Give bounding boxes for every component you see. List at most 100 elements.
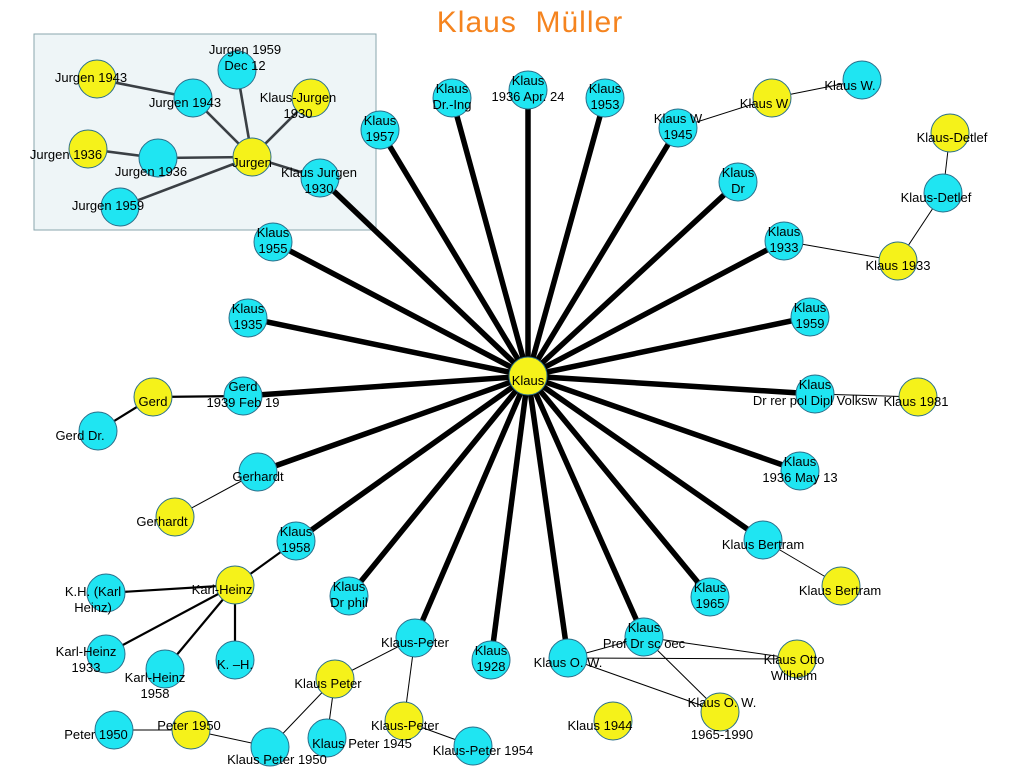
node-label-k_1933_y: Klaus 1933 xyxy=(865,258,930,273)
edge-center-k_prof xyxy=(525,374,647,639)
edge-center-k_w_1945 xyxy=(525,126,681,378)
edge-center-k_1957 xyxy=(377,128,531,378)
node-k_1981 xyxy=(898,377,938,417)
node-k_dr_ing xyxy=(432,78,472,118)
edge-center-k_1955 xyxy=(271,239,530,379)
node-klauspeter_y2 xyxy=(384,701,424,741)
node-label-peter_1950_y: Peter 1950 xyxy=(157,718,221,733)
node-center xyxy=(508,356,548,396)
node-k_1933_y xyxy=(878,241,918,281)
node-k_ow_c xyxy=(548,638,588,678)
node-j_1959 xyxy=(100,187,140,227)
edge-center-k_1958 xyxy=(294,373,530,544)
node-k_1955 xyxy=(253,222,293,262)
node-k_ow_y xyxy=(700,692,740,732)
edge-center-k_1928 xyxy=(488,375,531,661)
node-k_h xyxy=(215,640,255,680)
node-k_1936may xyxy=(780,451,820,491)
node-k_w_y xyxy=(752,78,792,118)
node-gerhardt_y xyxy=(155,497,195,537)
node-kj_1930_c xyxy=(300,158,340,198)
node-jurgen xyxy=(232,137,272,177)
node-kp_1954 xyxy=(453,726,493,766)
node-k_dr xyxy=(718,162,758,202)
node-peter_1950_y xyxy=(171,710,211,750)
node-klauspeter_y xyxy=(315,659,355,699)
node-label-gerd_dr: Gerd Dr. xyxy=(55,428,104,443)
node-gerd_y xyxy=(133,377,173,417)
node-j_1943_y xyxy=(77,59,117,99)
node-kp_1945 xyxy=(307,718,347,758)
node-kdetlef_c xyxy=(923,173,963,213)
edge-jurgen-j_1959 xyxy=(119,155,253,209)
node-label-gerhardt_c: Gerhardt xyxy=(232,469,284,484)
edge-k_ow_c-k_otto xyxy=(567,657,798,660)
node-label-kdetlef_c: Klaus-Detlef xyxy=(901,190,972,205)
node-k_1959 xyxy=(790,297,830,337)
node-label-k_w_y: Klaus W xyxy=(740,96,789,111)
edge-center-k_1935 xyxy=(247,315,529,379)
node-label-gerhardt_y: Gerhardt xyxy=(136,514,188,529)
node-label-peter_1950_c: Peter 1950 xyxy=(64,727,128,742)
node-label-gerd_y: Gerd xyxy=(139,394,168,409)
node-kbertram_c xyxy=(743,520,783,560)
node-label-j_1936_y: Jurgen 1936 xyxy=(30,147,102,162)
node-label-kbertram_c: Klaus Bertram xyxy=(722,537,804,552)
edge-k_prof-k_otto xyxy=(643,636,798,660)
node-k_1935 xyxy=(228,298,268,338)
node-label-j_1943_y: Jurgen 1943 xyxy=(55,70,127,85)
node-label-klauspeter_c: Klaus-Peter xyxy=(381,635,450,650)
node-k_1944 xyxy=(593,701,633,741)
node-label-kp_1950: Klaus Peter 1950 xyxy=(227,752,327,767)
diagram-title: Klaus Müller xyxy=(436,6,624,39)
node-label-k_ow_c: Klaus O. W. xyxy=(534,655,603,670)
edge-center-kbertram_c xyxy=(526,373,765,543)
node-label-karlheinz_y: Karl-Heinz xyxy=(192,582,253,597)
edge-center-k_1953 xyxy=(525,97,608,377)
edge-center-k_1936may xyxy=(527,373,801,474)
edge-layer xyxy=(87,69,951,748)
node-k_1933_c xyxy=(764,221,804,261)
node-label-kp_1945: Klaus Peter 1945 xyxy=(312,736,412,751)
node-karlheinz_1933 xyxy=(86,634,126,674)
node-k_drphil xyxy=(329,576,369,616)
node-kdetlef_y xyxy=(930,113,970,153)
node-gerd_c xyxy=(223,376,263,416)
node-k_1965 xyxy=(690,577,730,617)
node-k_drrer xyxy=(795,374,835,414)
node-label-kdetlef_y: Klaus-Detlef xyxy=(917,130,988,145)
node-label-k_ow_y: Klaus O. W.1965-1990 xyxy=(688,695,757,742)
edge-k_ow_c-k_ow_y xyxy=(567,657,721,713)
edge-center-k_1959 xyxy=(527,314,811,379)
node-klauspeter_c xyxy=(395,618,435,658)
node-k_1957 xyxy=(360,110,400,150)
node-k_otto xyxy=(777,639,817,679)
node-k_1958 xyxy=(276,521,316,561)
node-k_prof xyxy=(624,617,664,657)
edge-center-k_dr_ing xyxy=(449,97,531,377)
edge-center-gerhardt_c xyxy=(257,373,529,475)
node-kbertram_y xyxy=(821,566,861,606)
node-label-klauspeter_y: Klaus Peter xyxy=(294,676,362,691)
node-kh_karl xyxy=(86,573,126,613)
edge-karlheinz_y-kh_karl xyxy=(105,583,236,595)
